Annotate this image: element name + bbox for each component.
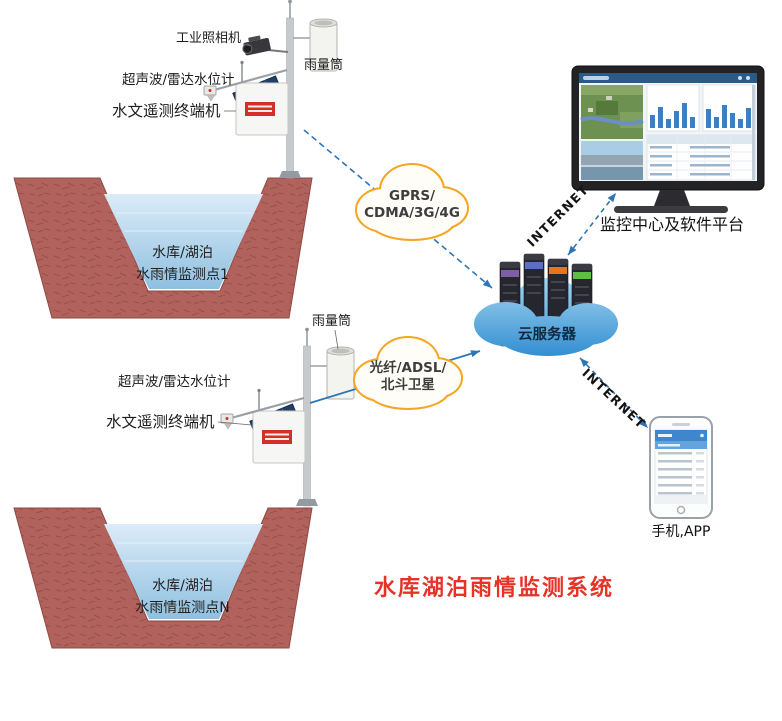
reservoir-2	[13, 507, 313, 649]
cellular-cloud-label: GPRS/ CDMA/3G/4G	[352, 188, 472, 222]
fiber-cloud	[353, 336, 463, 410]
rain-gauge-label-1: 雨量筒	[304, 58, 344, 73]
cellular-line1: GPRS/	[388, 188, 436, 204]
reservoir-1-label: 水库/湖泊 水雨情监测点1	[100, 242, 265, 286]
monitoring-station-2	[219, 326, 356, 508]
cellular-cloud	[355, 163, 469, 241]
label-connectors	[217, 43, 339, 426]
reservoir-1	[13, 177, 313, 319]
internet-arrow-phone	[579, 357, 649, 429]
terminal-label-2: 水文遥测终端机	[106, 413, 215, 431]
fiber-line1: 光纤/ADSL/	[369, 360, 447, 376]
cloud-server	[474, 253, 618, 356]
monitor	[571, 65, 765, 213]
monitor-label: 监控中心及软件平台	[599, 215, 744, 234]
reservoir-2-name: 水库/湖泊	[152, 578, 213, 594]
fiber-cloud-label: 光纤/ADSL/ 北斗卫星	[348, 360, 468, 394]
cellular-line2: CDMA/3G/4G	[364, 205, 460, 221]
reservoir-1-name: 水库/湖泊	[152, 245, 213, 261]
reservoir-2-point: 水雨情监测点N	[135, 600, 230, 616]
water-level-label-2: 超声波/雷达水位计	[118, 374, 231, 390]
diagram-title: 水库湖泊雨情监测系统	[374, 576, 615, 601]
rain-gauge-label-2: 雨量筒	[312, 314, 352, 329]
phone-label: 手机,APP	[651, 524, 711, 540]
water-level-label-1: 超声波/雷达水位计	[122, 72, 235, 88]
camera-label: 工业照相机	[176, 31, 242, 46]
reservoir-2-label: 水库/湖泊 水雨情监测点N	[100, 575, 265, 619]
monitor-dashboard	[579, 73, 757, 181]
reservoir-1-point: 水雨情监测点1	[136, 267, 229, 283]
industrial-camera	[242, 35, 289, 56]
internet-arrow-monitor	[567, 192, 617, 256]
smartphone	[649, 416, 713, 519]
cloud-server-label: 云服务器	[518, 327, 576, 343]
fiber-line2: 北斗卫星	[381, 377, 435, 393]
terminal-label-1: 水文遥测终端机	[112, 102, 221, 120]
monitoring-station-1	[202, 0, 339, 180]
